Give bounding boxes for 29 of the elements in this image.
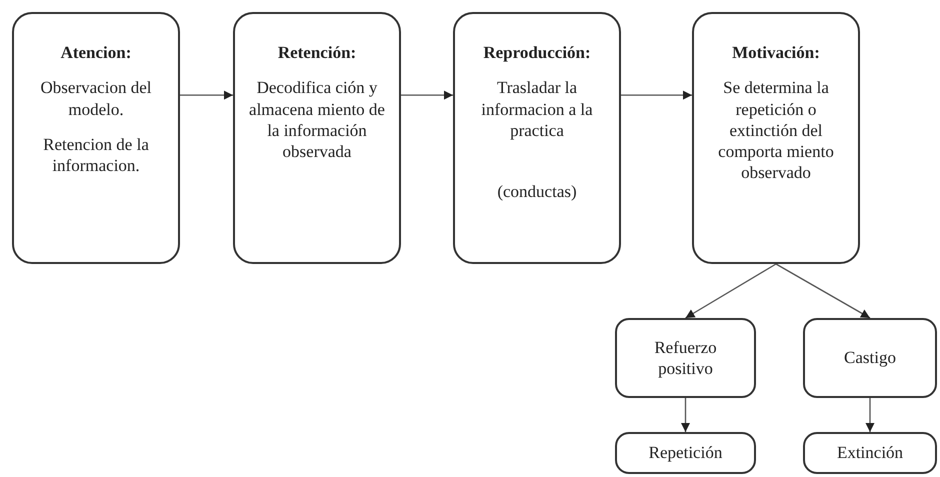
box-heading: Reproducción: (483, 42, 591, 64)
process-box (692, 12, 860, 264)
arrow (865, 398, 875, 432)
box-text: Castigo (844, 347, 896, 369)
box-heading: Motivación: (732, 42, 820, 64)
process-box (453, 12, 621, 264)
box-text: Decodifica ción y almacena miento de la información observada (248, 77, 386, 162)
arrow (776, 263, 870, 319)
box-text: Extinción (836, 442, 904, 464)
box-text: Observacion del modelo. (40, 77, 152, 120)
process-box (615, 432, 756, 474)
box-text: Se determina la repetición o extinctión del comporta miento observado (717, 77, 835, 184)
box-text: Refuerzo positivo (653, 336, 718, 380)
process-box (233, 12, 401, 264)
box-heading: Atencion: (60, 42, 132, 64)
process-box (803, 318, 937, 398)
arrow (685, 263, 776, 319)
arrow (621, 90, 692, 100)
process-box (12, 12, 180, 264)
arrow (401, 90, 453, 100)
box-heading: Retención: (278, 42, 356, 64)
box-text: (conductas) (497, 181, 577, 202)
process-box (803, 432, 937, 474)
arrow (680, 398, 690, 432)
box-text: Repetición (648, 442, 722, 464)
box-text: Retencion de la informacion. (42, 134, 150, 176)
box-text: Trasladar la informacion a la practica (480, 77, 594, 141)
process-box (615, 318, 756, 398)
arrow (180, 90, 233, 100)
